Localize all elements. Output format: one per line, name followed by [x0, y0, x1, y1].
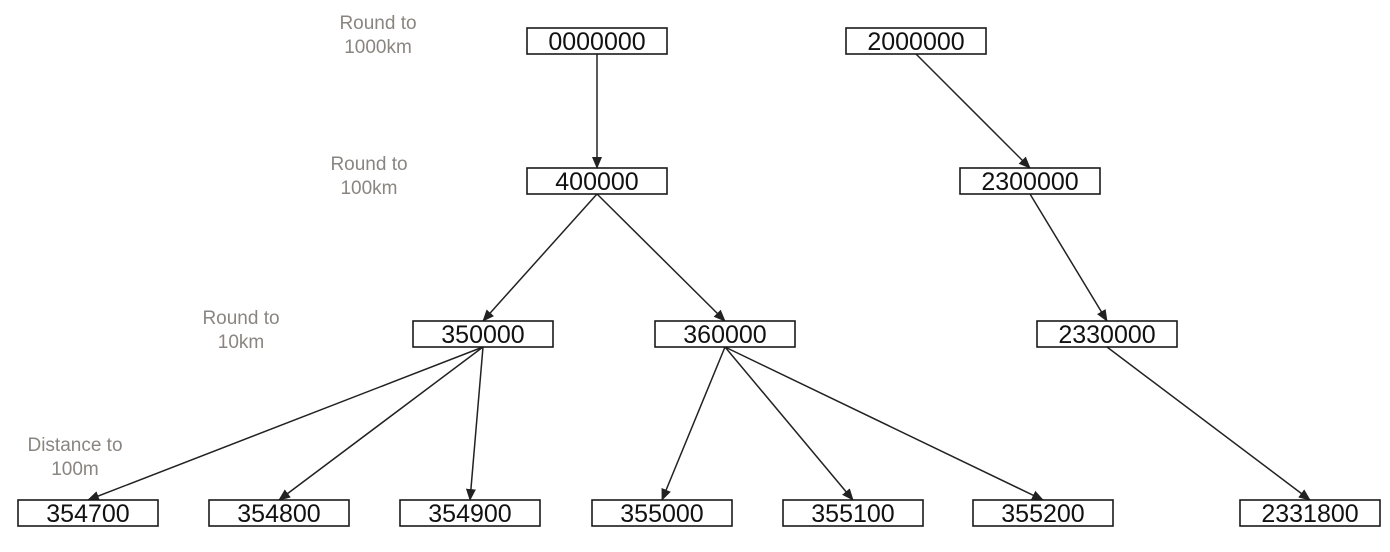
node-box — [782, 499, 924, 527]
node-label: 350000 — [441, 321, 524, 349]
node-label: 355200 — [1001, 500, 1084, 528]
node-box — [17, 499, 159, 527]
node-box — [1036, 320, 1178, 348]
node-box — [526, 167, 668, 195]
node-box — [399, 499, 541, 527]
level-label-line: Round to — [330, 154, 407, 175]
node-label: 354700 — [46, 500, 129, 528]
level-label: Round to 10km — [202, 308, 279, 353]
node-box — [972, 499, 1114, 527]
edge-arrow-n2-n5 — [596, 193, 726, 322]
nodes-layer: 0000000 2000000 400000 2300000 350000 360000 2… — [17, 27, 1381, 528]
level-label: Distance to 100m — [27, 435, 122, 480]
tree-node-360000: 360000 — [654, 320, 796, 349]
tree-node-354900: 354900 — [399, 499, 541, 528]
tree-node-2000000: 2000000 — [845, 27, 987, 56]
edge-arrow-n5-n11 — [724, 346, 854, 501]
level-label: Round to 1000km — [339, 13, 416, 58]
node-label: 400000 — [555, 168, 638, 196]
edge-arrow-n2-n4 — [482, 193, 598, 322]
node-label: 2300000 — [981, 168, 1078, 196]
tree-node-355000: 355000 — [591, 499, 733, 528]
node-box — [412, 320, 554, 348]
node-box — [959, 167, 1101, 195]
tree-node-355200: 355200 — [972, 499, 1114, 528]
node-label: 0000000 — [548, 28, 645, 56]
node-box — [526, 27, 668, 55]
node-box — [845, 27, 987, 55]
node-label: 2000000 — [867, 28, 964, 56]
node-label: 2330000 — [1058, 321, 1155, 349]
level-label: Round to 100km — [330, 154, 407, 199]
edge-arrow-n6-n13 — [1106, 346, 1311, 501]
edge-arrow-n5-n12 — [724, 346, 1044, 501]
edge-arrow-n4-n8 — [278, 346, 484, 501]
tree-node-350000: 350000 — [412, 320, 554, 349]
node-label: 2331800 — [1261, 500, 1358, 528]
edges-layer — [87, 53, 1311, 501]
node-label: 355000 — [620, 500, 703, 528]
node-box — [1239, 499, 1381, 527]
tree-node-0000000: 0000000 — [526, 27, 668, 56]
node-box — [208, 499, 350, 527]
level-label-line: Round to — [339, 13, 416, 34]
tree-node-355100: 355100 — [782, 499, 924, 528]
level-label-line: 10km — [218, 332, 264, 353]
edge-arrow-n3-n6 — [1029, 193, 1108, 322]
edge-arrow-n4-n9 — [465, 346, 484, 501]
tree-node-2300000: 2300000 — [959, 167, 1101, 196]
level-label-line: 100m — [51, 459, 99, 480]
level-label-line: 1000km — [344, 37, 412, 58]
node-label: 355100 — [811, 500, 894, 528]
node-label: 354800 — [237, 500, 320, 528]
tree-node-2330000: 2330000 — [1036, 320, 1178, 349]
tree-node-354800: 354800 — [208, 499, 350, 528]
tree-node-354700: 354700 — [17, 499, 159, 528]
node-box — [591, 499, 733, 527]
node-label: 354900 — [428, 500, 511, 528]
tree-node-2331800: 2331800 — [1239, 499, 1381, 528]
edge-arrow-n1-n3 — [915, 53, 1031, 169]
level-label-line: Distance to — [27, 435, 122, 456]
node-box — [654, 320, 796, 348]
edge-arrow-n5-n10 — [661, 346, 726, 501]
node-label: 360000 — [683, 321, 766, 349]
level-label-line: 100km — [340, 178, 397, 199]
edge-arrow-n4-n7 — [87, 346, 484, 501]
level-label-line: Round to — [202, 308, 279, 329]
tree-node-400000: 400000 — [526, 167, 668, 196]
